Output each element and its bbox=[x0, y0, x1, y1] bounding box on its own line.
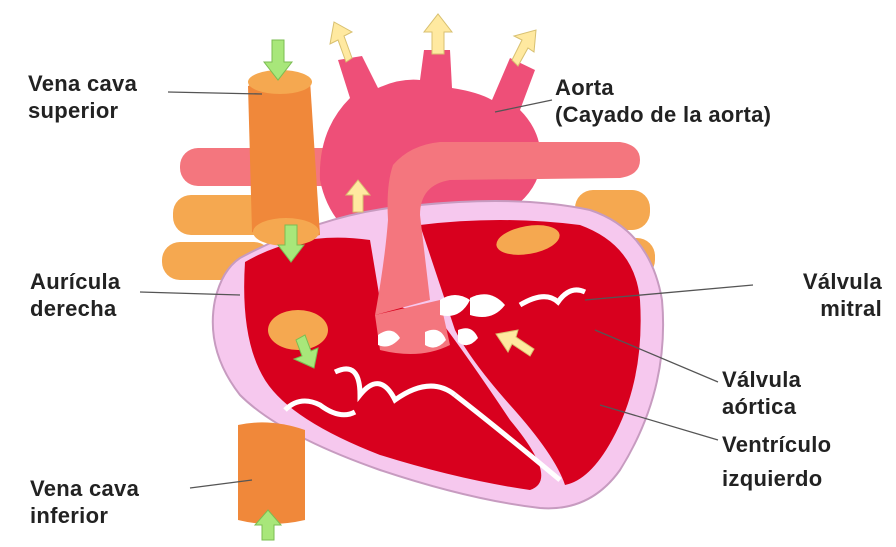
label-text: aórtica bbox=[722, 393, 801, 420]
label-ventriculo-izquierdo: Ventrículo izquierdo bbox=[722, 428, 831, 496]
label-text: Vena cava bbox=[28, 70, 137, 97]
label-text: Válvula bbox=[722, 366, 801, 393]
label-vena-cava-superior: Vena cava superior bbox=[28, 70, 137, 124]
label-text: mitral bbox=[803, 295, 882, 322]
label-text: Vena cava bbox=[30, 475, 139, 502]
label-vena-cava-inferior: Vena cava inferior bbox=[30, 475, 139, 529]
label-text: Ventrículo bbox=[722, 428, 831, 462]
label-text: Aurícula bbox=[30, 268, 120, 295]
label-text: inferior bbox=[30, 502, 139, 529]
label-text: Aorta bbox=[555, 74, 771, 101]
label-text: izquierdo bbox=[722, 462, 831, 496]
label-text: derecha bbox=[30, 295, 120, 322]
label-text: Válvula bbox=[803, 268, 882, 295]
vena-cava-inferior bbox=[238, 422, 305, 524]
label-auricula-derecha: Aurícula derecha bbox=[30, 268, 120, 322]
label-valvula-aortica: Válvula aórtica bbox=[722, 366, 801, 420]
label-text: (Cayado de la aorta) bbox=[555, 101, 771, 128]
label-text: superior bbox=[28, 97, 137, 124]
vena-cava-superior bbox=[248, 70, 320, 246]
label-aorta: Aorta (Cayado de la aorta) bbox=[555, 74, 771, 128]
label-valvula-mitral: Válvula mitral bbox=[803, 268, 882, 322]
